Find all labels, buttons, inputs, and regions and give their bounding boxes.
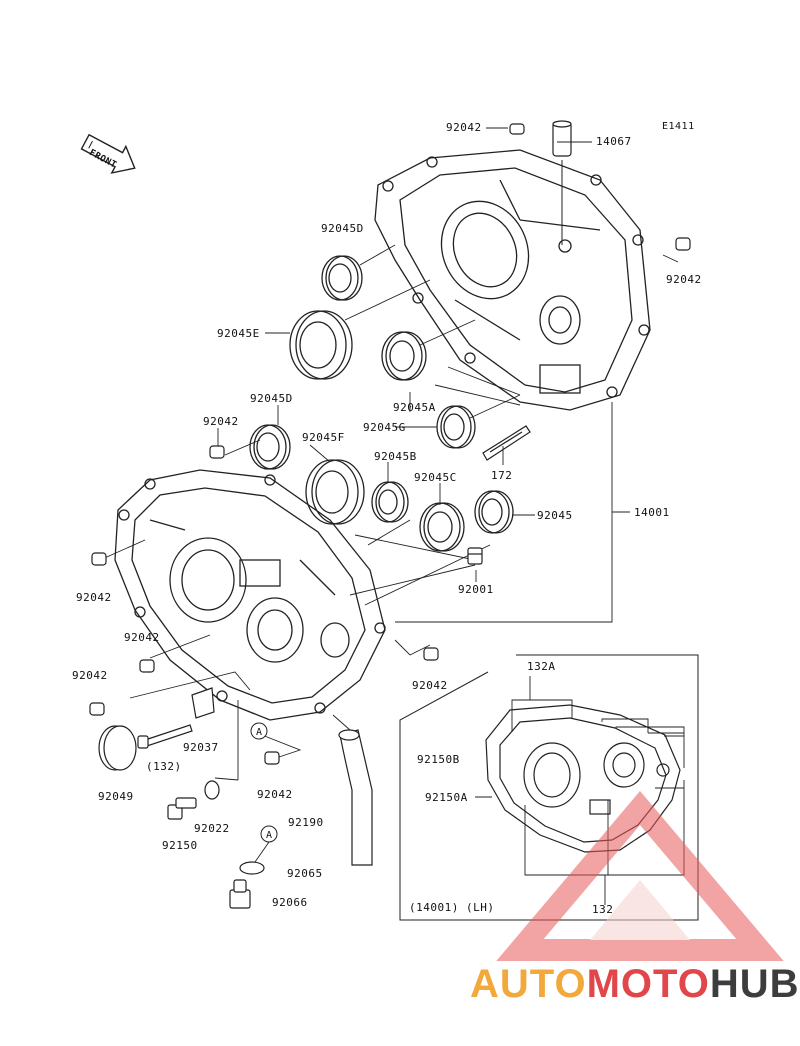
part-label: 92037 [183, 741, 219, 754]
crankcase-right-half [374, 149, 651, 411]
watermark-part-hub: HUB [709, 962, 800, 1006]
part-label: 92042 [72, 669, 108, 682]
part-label: 92042 [124, 631, 160, 644]
stud-172 [482, 425, 531, 461]
bearing-92045A [381, 331, 427, 381]
part-label: (14001) (LH) [409, 901, 495, 914]
part-label: 92022 [194, 822, 230, 835]
crankcase-left-half [114, 469, 386, 721]
part-label: 14001 [634, 506, 670, 519]
circle-A-label: A [266, 830, 272, 841]
bearing-92045D-upper [321, 255, 363, 301]
part-label: 92150A [425, 791, 468, 804]
bearing-92045 [474, 490, 514, 534]
part-label: 92042 [666, 273, 702, 286]
circle-A-label: A [256, 727, 262, 738]
inset-box [399, 654, 699, 921]
part-label: 92049 [98, 790, 134, 803]
part-label: 132 [592, 903, 614, 916]
diagram-code: E1411 [662, 121, 695, 132]
part-label: 92150B [417, 753, 460, 766]
part-label: 92150 [162, 839, 198, 852]
watermark-part-auto: AUTO [470, 962, 587, 1006]
bearing-92045B [371, 481, 409, 523]
part-label: 92045C [414, 471, 457, 484]
part-label: 92042 [446, 121, 482, 134]
circle-A-callout-2: A [260, 825, 278, 843]
part-label: 92045G [363, 421, 406, 434]
part-label: 92045B [374, 450, 417, 463]
part-label: 132A [527, 660, 556, 673]
bearing-92045E [289, 310, 353, 380]
part-label: 92045D [321, 222, 364, 235]
watermark-part-moto: MOTO [586, 962, 710, 1006]
dowel-pin-top [509, 120, 691, 251]
part-label: 92045F [302, 431, 345, 444]
part-label: (132) [146, 760, 182, 773]
bearing-92045D-lower [249, 424, 291, 470]
circle-A-callout-1: A [250, 722, 268, 740]
watermark-triangle-icon [496, 790, 784, 961]
part-label: 172 [491, 469, 513, 482]
part-label: 92045 [537, 509, 573, 522]
part-label: 92042 [257, 788, 293, 801]
leader-lines [99, 127, 679, 781]
part-label: 92042 [412, 679, 448, 692]
part-label: 14067 [596, 135, 632, 148]
bearing-92045C [419, 502, 465, 552]
part-label: 92042 [203, 415, 239, 428]
watermark-logo: AUTOMOTOHUB [470, 962, 800, 1007]
part-label: 92190 [288, 816, 324, 829]
part-label: 92042 [76, 591, 112, 604]
bearing-92045F [305, 459, 365, 525]
part-label: 92045A [393, 401, 436, 414]
part-label: 92045E [217, 327, 260, 340]
small-parts [89, 445, 483, 909]
part-label: 92065 [287, 867, 323, 880]
part-label: 92001 [458, 583, 494, 596]
part-label: 92066 [272, 896, 308, 909]
front-arrow-icon [80, 133, 136, 174]
bearing-92045G [436, 405, 476, 449]
part-label: 92045D [250, 392, 293, 405]
